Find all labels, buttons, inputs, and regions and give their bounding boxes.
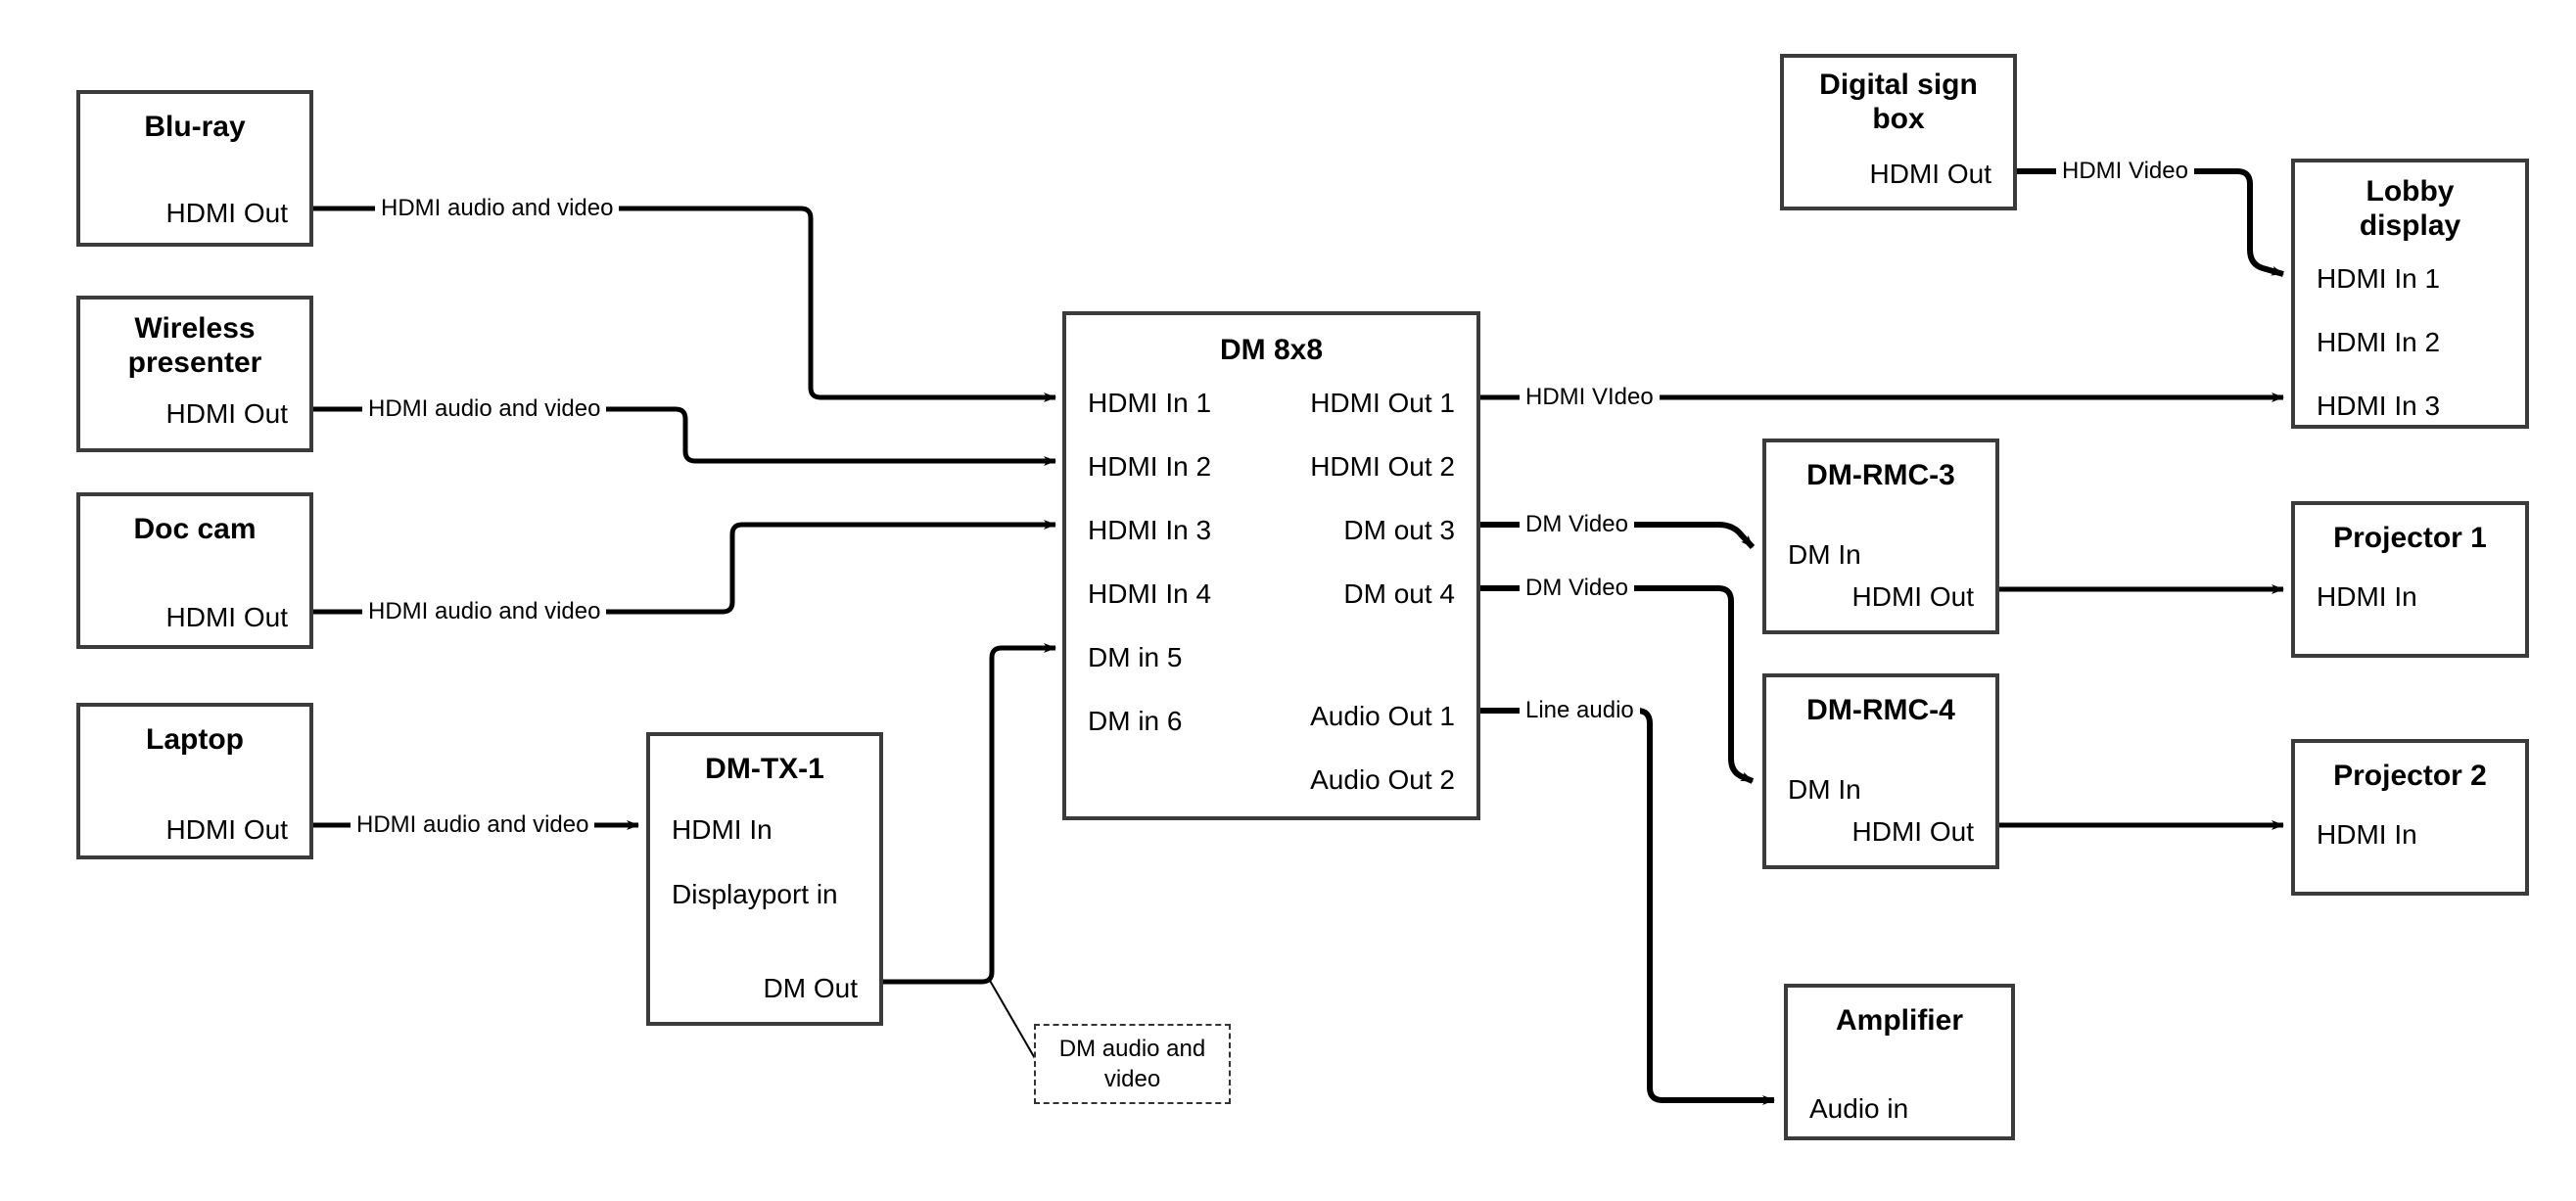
- port-dm-8x8-hdmi-in-3[interactable]: HDMI In 3: [1088, 515, 1212, 545]
- wire-tx-to-dm-in5: [883, 643, 1056, 985]
- node-wireless-presenter-title-line1: Wireless: [134, 312, 256, 345]
- wire-bluray-to-dm-in1: [313, 206, 1056, 402]
- node-wireless-presenter-title-line2: presenter: [127, 346, 262, 379]
- wire-dm-audio1-to-amp: [1480, 708, 1775, 1105]
- port-lobby-display-hdmi-in-2[interactable]: HDMI In 2: [2317, 327, 2441, 357]
- port-digital-sign-box-hdmi-out[interactable]: HDMI Out: [1869, 159, 1991, 189]
- node-dm-tx-1-title: DM-TX-1: [705, 753, 824, 785]
- port-blu-ray-hdmi-out[interactable]: HDMI Out: [165, 198, 288, 228]
- port-dm-tx-1-dm-out[interactable]: DM Out: [763, 973, 858, 1003]
- node-doc-cam[interactable]: Doc cam HDMI Out: [76, 492, 313, 649]
- callout-dm-audio-video: DM audio and video: [1034, 1024, 1231, 1104]
- node-laptop-title: Laptop: [146, 723, 244, 756]
- node-blu-ray-title: Blu-ray: [144, 111, 246, 143]
- node-blu-ray[interactable]: Blu-ray HDMI Out: [76, 90, 313, 247]
- node-amplifier-title: Amplifier: [1835, 1004, 1964, 1037]
- node-digital-sign-box[interactable]: Digital sign box HDMI Out: [1780, 54, 2017, 210]
- edge-label-hdmi-video-sign: HDMI Video: [2056, 160, 2194, 183]
- port-doc-cam-hdmi-out[interactable]: HDMI Out: [165, 602, 288, 632]
- node-lobby-display[interactable]: Lobby display HDMI In 1 HDMI In 2 HDMI I…: [2291, 159, 2529, 429]
- port-dm-8x8-dm-out-3[interactable]: DM out 3: [1343, 515, 1455, 545]
- edge-label-dm-video-4: DM Video: [1520, 577, 1634, 600]
- port-projector-2-hdmi-in[interactable]: HDMI In: [2317, 819, 2417, 850]
- wire-dm-out4-to-rmc4: [1480, 585, 1755, 784]
- node-projector-2-title: Projector 2: [2333, 760, 2487, 792]
- node-dm-rmc-3-title: DM-RMC-3: [1806, 459, 1955, 491]
- port-dm-8x8-audio-out-2[interactable]: Audio Out 2: [1310, 764, 1455, 795]
- wire-sign-to-lobby-in1: [2017, 168, 2284, 277]
- edge-label-line-audio: Line audio: [1520, 699, 1640, 722]
- port-dm-rmc-3-dm-in[interactable]: DM In: [1788, 539, 1861, 570]
- wire-callout-leader: [988, 978, 1037, 1061]
- node-projector-1-title: Projector 1: [2333, 522, 2487, 554]
- node-dm-tx-1[interactable]: DM-TX-1 HDMI In Displayport in DM Out: [646, 732, 883, 1026]
- port-dm-8x8-hdmi-out-2[interactable]: HDMI Out 2: [1310, 451, 1455, 482]
- node-projector-1[interactable]: Projector 1 HDMI In: [2291, 501, 2529, 658]
- port-amplifier-audio-in[interactable]: Audio in: [1809, 1093, 1909, 1124]
- port-dm-8x8-hdmi-in-2[interactable]: HDMI In 2: [1088, 451, 1212, 482]
- callout-line-2: video: [1103, 1066, 1161, 1092]
- port-lobby-display-hdmi-in-3[interactable]: HDMI In 3: [2317, 391, 2441, 421]
- node-digital-sign-box-title-line1: Digital sign: [1819, 69, 1978, 101]
- port-dm-8x8-hdmi-out-1[interactable]: HDMI Out 1: [1310, 388, 1455, 418]
- edge-label-laptop: HDMI audio and video: [351, 813, 595, 837]
- edge-label-hdmi-video-out1: HDMI VIdeo: [1520, 386, 1660, 409]
- edge-label-bluray: HDMI audio and video: [375, 197, 620, 220]
- port-lobby-display-hdmi-in-1[interactable]: HDMI In 1: [2317, 263, 2441, 294]
- port-dm-tx-1-hdmi-in[interactable]: HDMI In: [672, 814, 773, 845]
- port-dm-8x8-audio-out-1[interactable]: Audio Out 1: [1310, 701, 1455, 731]
- node-digital-sign-box-title-line2: box: [1872, 103, 1925, 135]
- node-laptop[interactable]: Laptop HDMI Out: [76, 703, 313, 859]
- port-dm-8x8-dm-in-5[interactable]: DM in 5: [1088, 642, 1183, 672]
- port-dm-8x8-hdmi-in-1[interactable]: HDMI In 1: [1088, 388, 1212, 418]
- port-dm-8x8-dm-out-4[interactable]: DM out 4: [1343, 578, 1455, 609]
- node-projector-2[interactable]: Projector 2 HDMI In: [2291, 739, 2529, 896]
- callout-line-1: DM audio and: [1058, 1035, 1206, 1062]
- port-dm-8x8-hdmi-in-4[interactable]: HDMI In 4: [1088, 578, 1212, 609]
- node-dm-8x8[interactable]: DM 8x8 HDMI In 1 HDMI In 2 HDMI In 3 HDM…: [1062, 311, 1480, 820]
- node-lobby-display-title-line2: display: [2359, 209, 2461, 242]
- node-lobby-display-title-line1: Lobby: [2365, 175, 2455, 208]
- port-wireless-presenter-hdmi-out[interactable]: HDMI Out: [165, 398, 288, 429]
- port-dm-rmc-4-hdmi-out[interactable]: HDMI Out: [1851, 816, 1974, 847]
- node-wireless-presenter[interactable]: Wireless presenter HDMI Out: [76, 296, 313, 452]
- edge-label-doccam: HDMI audio and video: [362, 600, 607, 624]
- node-dm-8x8-title: DM 8x8: [1219, 334, 1324, 366]
- port-projector-1-hdmi-in[interactable]: HDMI In: [2317, 581, 2417, 612]
- node-amplifier[interactable]: Amplifier Audio in: [1784, 984, 2015, 1140]
- port-dm-rmc-3-hdmi-out[interactable]: HDMI Out: [1851, 581, 1974, 612]
- port-dm-8x8-dm-in-6[interactable]: DM in 6: [1088, 706, 1183, 736]
- node-doc-cam-title: Doc cam: [133, 513, 257, 545]
- edge-label-wireless: HDMI audio and video: [362, 397, 607, 421]
- edge-label-dm-video-3: DM Video: [1520, 513, 1634, 536]
- port-laptop-hdmi-out[interactable]: HDMI Out: [165, 814, 288, 845]
- port-dm-tx-1-displayport-in[interactable]: Displayport in: [672, 879, 838, 909]
- port-dm-rmc-4-dm-in[interactable]: DM In: [1788, 774, 1861, 805]
- node-dm-rmc-4[interactable]: DM-RMC-4 DM In HDMI Out: [1762, 673, 1999, 869]
- node-dm-rmc-4-title: DM-RMC-4: [1806, 694, 1955, 726]
- node-dm-rmc-3[interactable]: DM-RMC-3 DM In HDMI Out: [1762, 439, 1999, 634]
